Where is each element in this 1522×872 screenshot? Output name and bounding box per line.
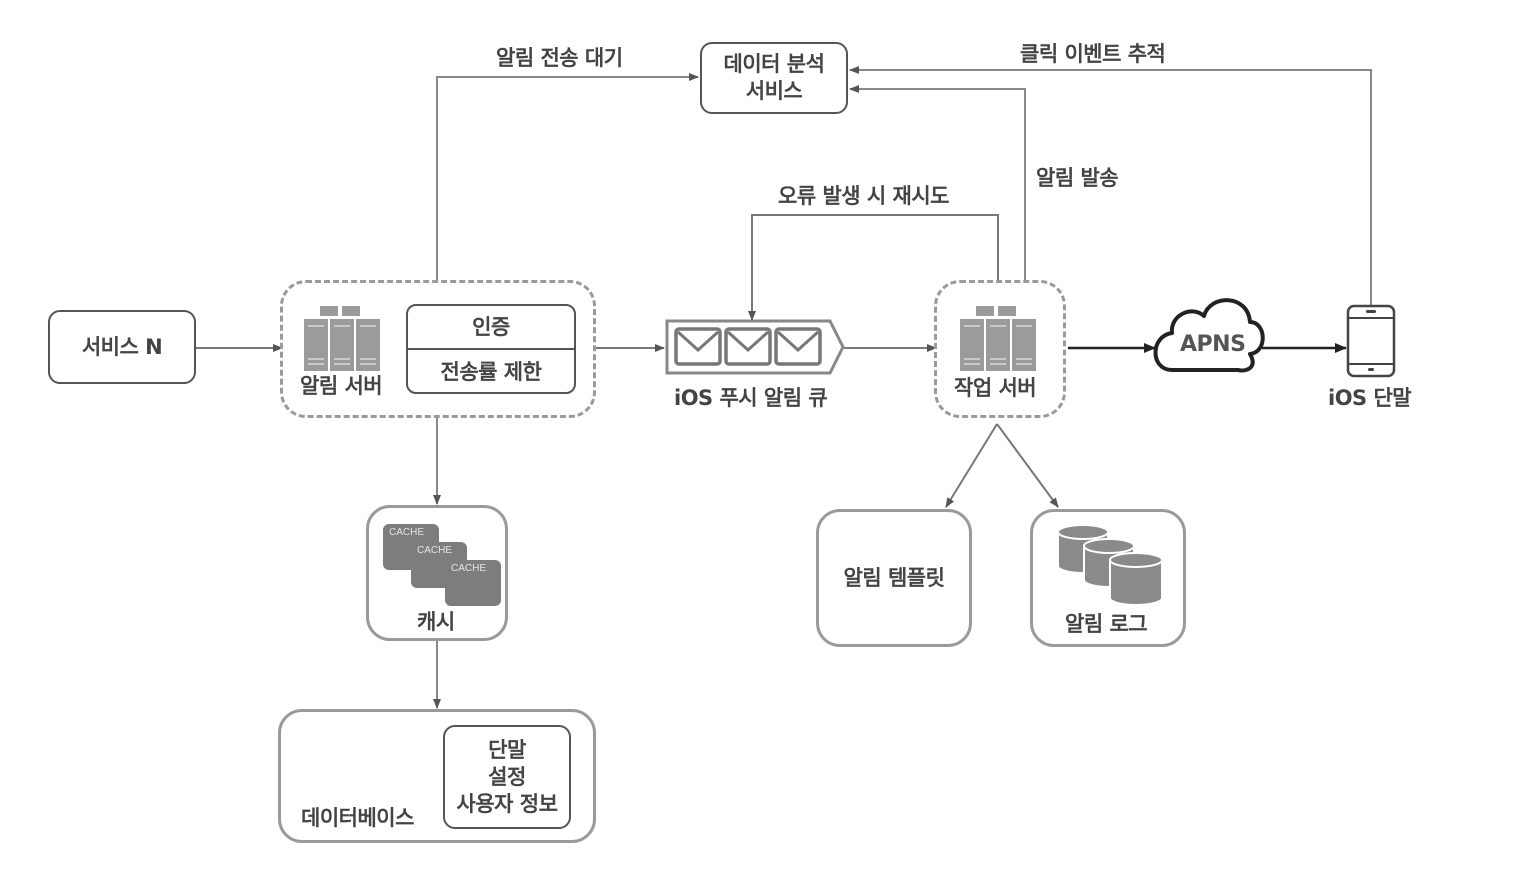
edge-server-to-analytics	[436, 73, 699, 280]
notification-template-node[interactable]: 알림 템플릿	[816, 509, 972, 647]
edge-label-sent: 알림 발송	[1036, 166, 1119, 190]
notification-template-label: 알림 템플릿	[843, 565, 945, 590]
database-contents-box: 단말 설정 사용자 정보	[443, 725, 571, 829]
notification-log-node[interactable]: 알림 로그	[1030, 509, 1186, 647]
cloud-icon	[1153, 298, 1265, 373]
message-queue-icon	[665, 319, 845, 375]
edge-device-to-analytics	[849, 66, 1372, 306]
edge-label-click-tracking: 클릭 이벤트 추적	[1020, 42, 1166, 66]
database-node[interactable]: 데이터베이스 단말 설정 사용자 정보	[278, 709, 596, 843]
server-rack-icon	[960, 306, 1036, 371]
edge-label-retry: 오류 발생 시 재시도	[778, 184, 950, 208]
edge-worker-to-log	[996, 423, 1059, 508]
database-content-user-info: 사용자 정보	[456, 791, 558, 816]
edge-label-pending: 알림 전송 대기	[496, 46, 623, 70]
worker-server-group[interactable]	[934, 280, 1066, 418]
edge-worker-to-template	[945, 423, 998, 508]
rate-limit-module[interactable]: 전송률 제한	[440, 359, 542, 384]
edge-worker-to-analytics	[849, 85, 1026, 280]
apns-label: APNS	[1180, 332, 1246, 357]
server-rack-icon	[304, 306, 380, 371]
database-label: 데이터베이스	[301, 806, 414, 830]
analytics-service-label-line1: 데이터 분석	[723, 52, 825, 76]
database-content-settings: 설정	[488, 764, 526, 789]
worker-server-label: 작업 서버	[954, 376, 1037, 400]
ios-push-queue-label: iOS 푸시 알림 큐	[674, 386, 828, 410]
service-n-node[interactable]: 서비스 N	[48, 310, 196, 384]
notification-server-label: 알림 서버	[300, 374, 383, 398]
database-content-device: 단말	[488, 737, 526, 762]
ios-device-label: iOS 단말	[1328, 386, 1412, 410]
notification-log-label: 알림 로그	[1065, 612, 1148, 636]
auth-module[interactable]: 인증	[408, 306, 574, 350]
service-n-label: 서비스 N	[81, 334, 163, 359]
notification-server-group[interactable]	[280, 280, 596, 418]
analytics-service-label-line2: 서비스	[745, 79, 803, 103]
analytics-service-node[interactable]: 데이터 분석 서비스	[700, 42, 848, 114]
cache-tile: CACHE	[445, 560, 501, 606]
cache-label: 캐시	[417, 610, 455, 634]
server-modules-box: 인증 전송률 제한	[406, 304, 576, 394]
database-cylinders-icon	[1057, 524, 1163, 606]
edge-worker-retry-to-queue	[748, 214, 999, 321]
cache-node[interactable]: CACHE CACHE CACHE 캐시	[366, 505, 508, 641]
smartphone-icon	[1346, 304, 1396, 378]
